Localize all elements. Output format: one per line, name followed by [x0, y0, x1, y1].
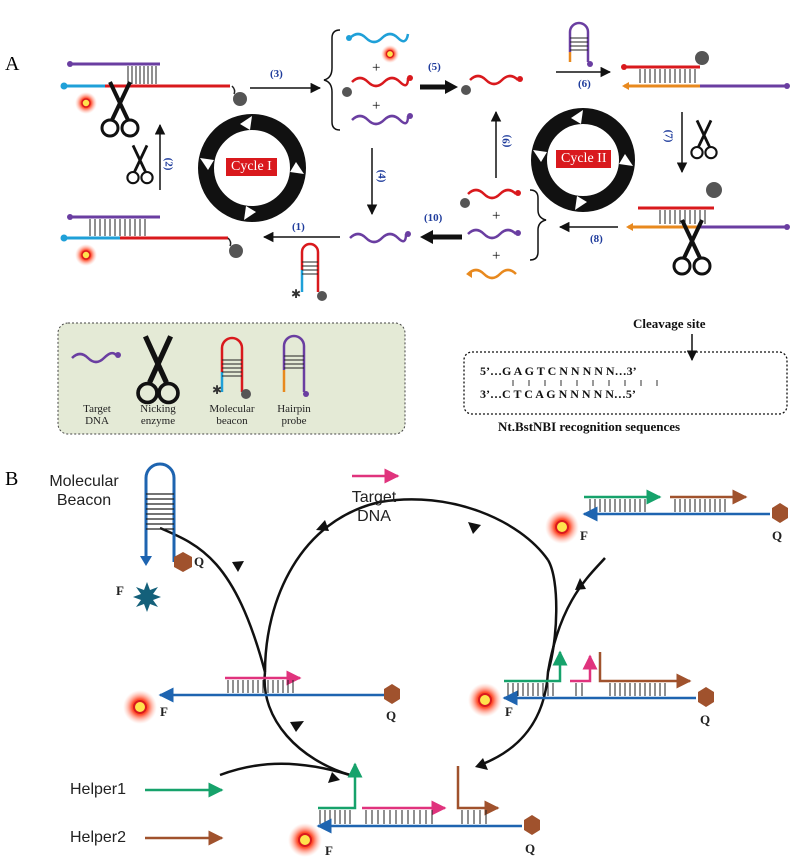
products-right: + + — [460, 188, 521, 280]
bottom-strand-sequence: 3’…C T C A G N N N N N…5’ — [480, 387, 636, 401]
fluorophore-label: F — [580, 528, 588, 543]
legend-nicking-enzyme-icon — [136, 335, 180, 405]
step-label: (6) — [578, 78, 591, 90]
b-product-top-right — [545, 489, 788, 544]
plus-sign: + — [372, 98, 380, 114]
cycle-2-ring — [531, 108, 635, 212]
legend-target-dna-icon — [71, 351, 121, 364]
b-complex-right — [468, 650, 714, 717]
b-duplex-left — [123, 670, 400, 724]
fluorophore-label: F — [160, 704, 168, 719]
quencher-label: Q — [194, 554, 205, 569]
quencher-label: Q — [772, 528, 783, 543]
step-label: (1) — [292, 221, 305, 233]
legend-hairpin-probe-icon — [282, 334, 309, 397]
step-label: (9) — [500, 134, 513, 148]
step-5-arrow — [420, 80, 458, 94]
brace-left — [323, 29, 341, 131]
step-10-arrow — [420, 230, 462, 244]
base-pair-ticks — [512, 380, 658, 386]
svg-text:+: + — [492, 248, 500, 264]
product-target-strand — [351, 113, 413, 126]
duplex-middle-right — [626, 182, 790, 231]
dark-fluorophore-icon — [133, 582, 161, 612]
step-label: (4) — [375, 169, 388, 183]
duplex-top-left — [60, 61, 230, 90]
fluorophore-label: F — [116, 583, 124, 598]
scissors-icon — [126, 144, 154, 185]
panel-label-b: B — [5, 468, 19, 490]
cycle-1-label: Cycle I — [226, 158, 277, 176]
molecular-beacon-a: ✱ — [291, 242, 327, 301]
step-label: (8) — [590, 233, 603, 245]
svg-text:✱: ✱ — [212, 383, 222, 397]
plus-sign: + — [372, 60, 380, 76]
fluorophore-label: F — [325, 843, 333, 858]
step-label: (10) — [424, 212, 443, 224]
quencher-label: Q — [525, 841, 536, 856]
legend-box — [57, 322, 406, 435]
brace-right — [529, 189, 547, 261]
helper2-label: Helper2 — [70, 829, 127, 846]
product-red-strand — [342, 75, 413, 97]
quencher-label: Q — [700, 712, 711, 727]
quencher-label: Q — [386, 708, 397, 723]
svg-text:+: + — [492, 208, 500, 224]
cycle-b-arcs — [159, 498, 606, 777]
cleavage-site-label: Cleavage site — [633, 316, 706, 331]
step-label: (3) — [270, 68, 283, 80]
product-cyan-strand — [346, 32, 410, 63]
quencher-hexagon-icon — [174, 552, 192, 572]
released-target-strand — [349, 231, 411, 244]
cycle-2-label: Cycle II — [556, 150, 612, 168]
scissors-icon — [690, 119, 718, 160]
top-strand-sequence: 5’…G A G T C N N N N N…3’ — [480, 364, 637, 378]
step-label: (5) — [428, 61, 441, 73]
duplex-top-right — [621, 51, 790, 90]
step-label: (7) — [662, 129, 675, 143]
fluorophore-icon — [75, 92, 97, 114]
duplex-bottom-left — [60, 214, 243, 266]
scissors-icon — [672, 219, 712, 276]
panel-label-a: A — [5, 53, 20, 75]
molecular-beacon-b — [140, 462, 176, 566]
cycle-b-arrowheads — [232, 520, 586, 783]
quencher-icon — [231, 85, 247, 106]
legend-molecular-beacon-icon: ✱ — [212, 336, 251, 399]
b-complex-bottom — [288, 762, 540, 857]
fluorophore-label: F — [505, 704, 513, 719]
cycle-1-ring — [198, 114, 306, 222]
scissors-icon — [100, 81, 140, 138]
step-label: (2) — [162, 157, 175, 171]
recognition-title: Nt.BstNBI recognition sequences — [498, 419, 681, 434]
svg-text:✱: ✱ — [291, 287, 301, 301]
helper1-label: Helper1 — [70, 781, 127, 798]
hairpin-probe-a — [568, 21, 593, 67]
red-fragment — [461, 74, 523, 95]
